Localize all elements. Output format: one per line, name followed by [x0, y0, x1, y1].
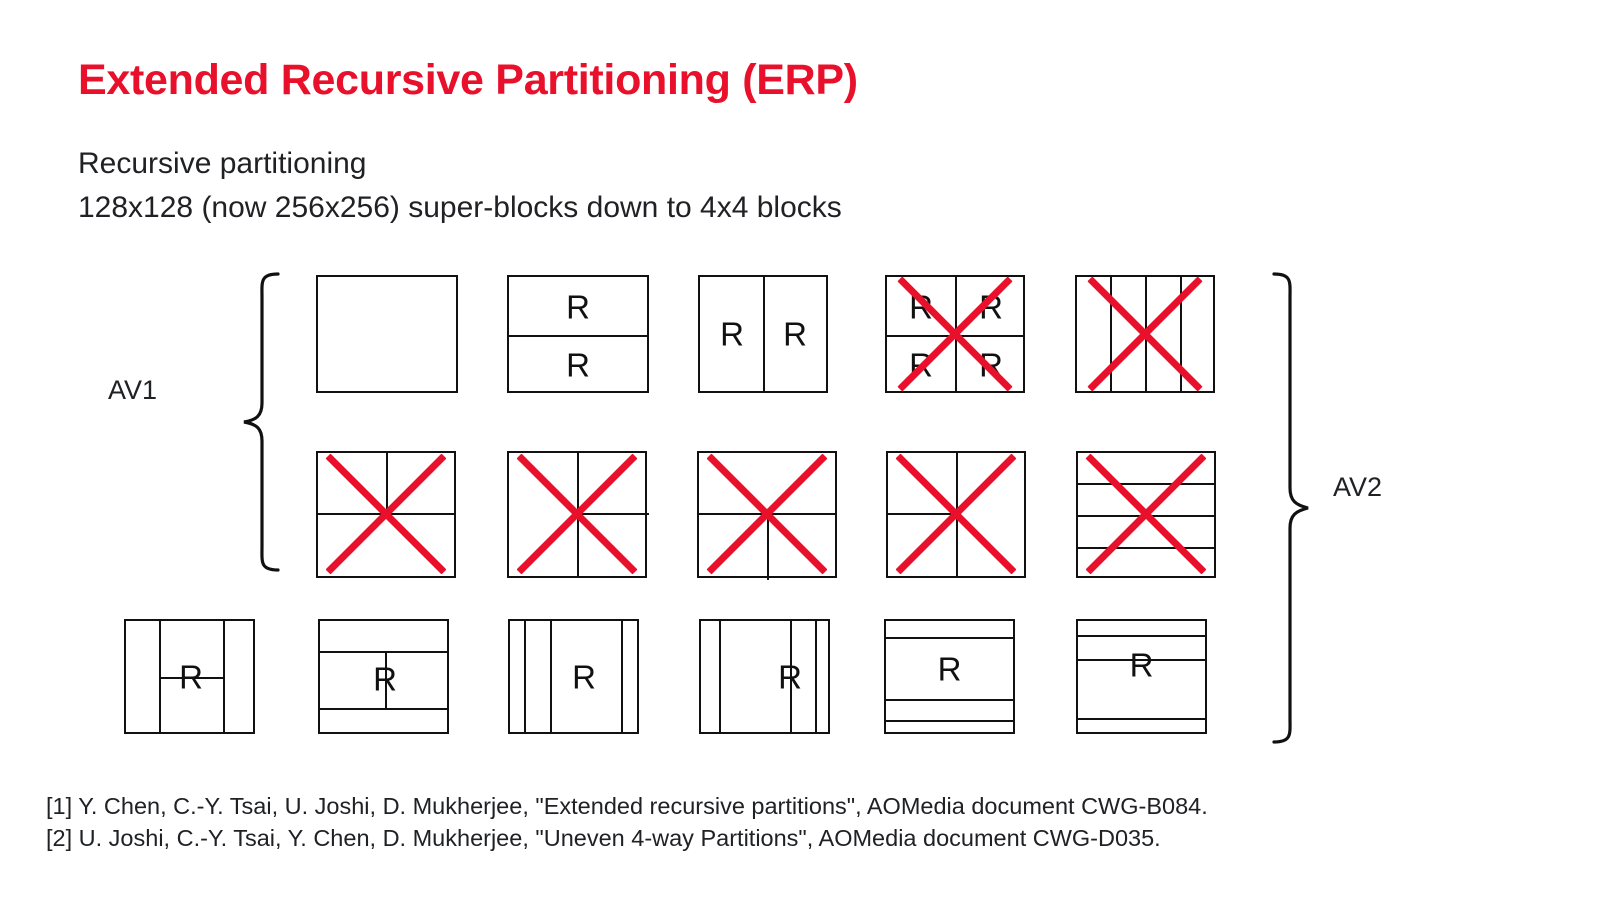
r-label: R — [783, 315, 807, 353]
divider-v — [386, 453, 389, 513]
figure-horz-b — [697, 451, 837, 580]
r-label: R — [979, 346, 1003, 384]
divider-h — [886, 637, 1013, 640]
divider-v — [524, 621, 527, 732]
divider-h — [320, 708, 447, 711]
figure-uneven-horz-4-top: R — [884, 619, 1015, 734]
av1-brace — [238, 272, 284, 572]
figure-uneven-vert-4-right: R — [508, 619, 639, 734]
divider-v — [1110, 277, 1113, 391]
figure-none — [316, 275, 458, 393]
footnote-2: [2] U. Joshi, C.-Y. Tsai, Y. Chen, D. Mu… — [46, 825, 1161, 851]
divider-h — [886, 699, 1013, 702]
figure-uneven-horz-4-bottom: R — [1076, 619, 1207, 734]
divider-v — [223, 621, 226, 732]
divider-v — [719, 621, 722, 732]
divider-v — [385, 651, 388, 708]
figure-vert-b — [886, 451, 1026, 578]
figure-vert-a — [507, 451, 649, 578]
divider-v — [1145, 277, 1148, 391]
figure-horz: R R — [507, 275, 649, 393]
divider-h — [1078, 483, 1214, 486]
divider-v — [790, 621, 793, 732]
divider-v — [550, 621, 553, 732]
page-title: Extended Recursive Partitioning (ERP) — [78, 56, 858, 104]
divider-h — [1078, 515, 1214, 518]
divider-v — [763, 277, 766, 391]
figure-split: R R R R — [885, 275, 1025, 393]
footnotes: [1] Y. Chen, C.-Y. Tsai, U. Joshi, D. Mu… — [46, 790, 1208, 854]
divider-h — [318, 513, 454, 516]
av1-label: AV1 — [108, 375, 158, 405]
divider-h — [1078, 547, 1214, 550]
figure-vert: R R — [698, 275, 828, 393]
divider-h — [509, 335, 647, 338]
divider-v — [159, 621, 162, 732]
r-label: R — [909, 288, 933, 326]
figure-horz-4 — [1076, 451, 1216, 578]
r-label: R — [572, 658, 596, 696]
figure-horz-a — [316, 451, 456, 578]
figure-horz-3-middle-split: R — [318, 619, 449, 734]
av2-label: AV2 — [1333, 472, 1383, 502]
divider-v — [767, 513, 770, 580]
divider-h — [159, 677, 223, 680]
r-label: R — [566, 288, 590, 326]
divider-v — [1180, 277, 1183, 391]
r-label: R — [979, 288, 1003, 326]
av2-brace — [1268, 272, 1314, 744]
footnote-1: [1] Y. Chen, C.-Y. Tsai, U. Joshi, D. Mu… — [46, 793, 1208, 819]
divider-h — [577, 513, 649, 516]
figure-vert-4 — [1075, 275, 1215, 393]
r-label: R — [566, 346, 590, 384]
divider-h — [888, 513, 958, 516]
divider-h — [1078, 659, 1205, 662]
r-label: R — [720, 315, 744, 353]
divider-v — [621, 621, 624, 732]
divider-h — [320, 651, 447, 654]
figure-vert-3-middle-split: R — [124, 619, 255, 734]
divider-h — [886, 720, 1013, 723]
r-label: R — [1129, 646, 1154, 684]
r-label: R — [909, 346, 933, 384]
r-label: R — [937, 650, 962, 688]
subtitle-text: Recursive partitioning 128x128 (now 256x… — [78, 147, 842, 224]
divider-h — [1078, 718, 1205, 721]
divider-h — [1078, 635, 1205, 638]
divider-v — [815, 621, 818, 732]
divider-v — [955, 277, 958, 391]
figure-uneven-vert-4-left: R — [699, 619, 830, 734]
